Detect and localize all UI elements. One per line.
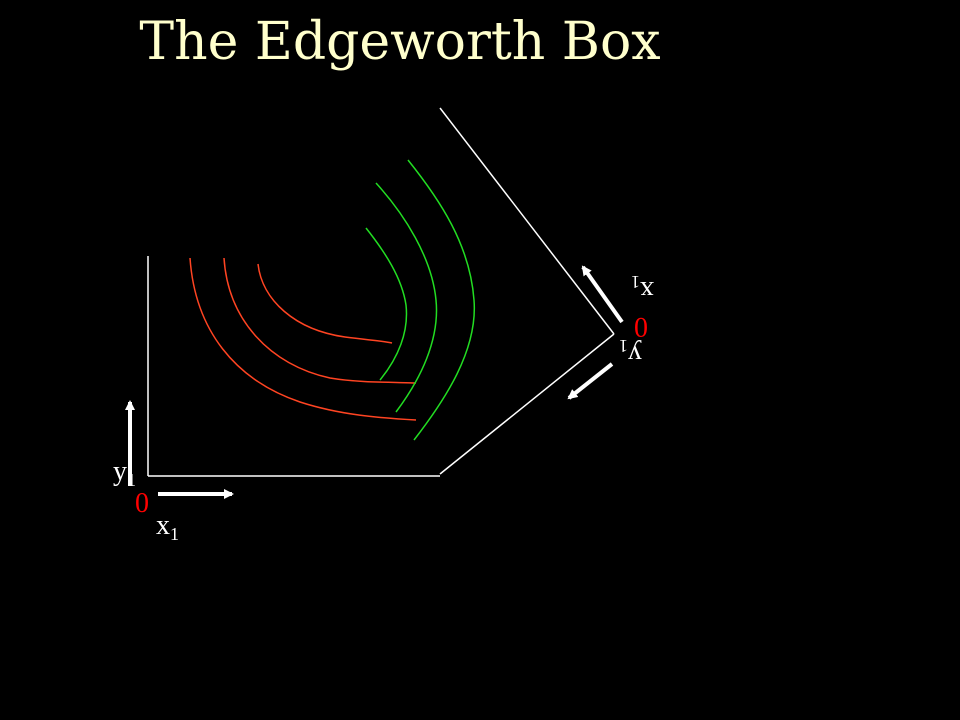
- person1-origin-label: 0: [135, 488, 149, 519]
- person1-indifference-curves: [189, 257, 417, 421]
- person2-y-label: y1: [619, 336, 642, 370]
- slide-title: The Edgeworth Box: [139, 12, 661, 72]
- person1-indifference-curve: [257, 263, 393, 344]
- person2-x-label: x1: [631, 272, 654, 306]
- person2-upper-axis: [439, 107, 615, 335]
- person2-indifference-curve: [365, 227, 408, 381]
- person1-indifference-curve: [189, 257, 417, 421]
- person2-x-arrow: [581, 265, 624, 324]
- person2-y-arrow: [567, 362, 614, 400]
- person2-indifference-curve: [407, 159, 476, 441]
- person2-indifference-curve: [375, 182, 438, 413]
- person1-x-label: x1: [156, 510, 179, 544]
- person2-indifference-curves: [365, 159, 476, 441]
- person2-origin-label: 0: [634, 311, 648, 342]
- person2-lower-axis: [439, 333, 615, 475]
- person1-y-label: y1: [113, 456, 136, 490]
- person1-indifference-curve: [223, 257, 417, 384]
